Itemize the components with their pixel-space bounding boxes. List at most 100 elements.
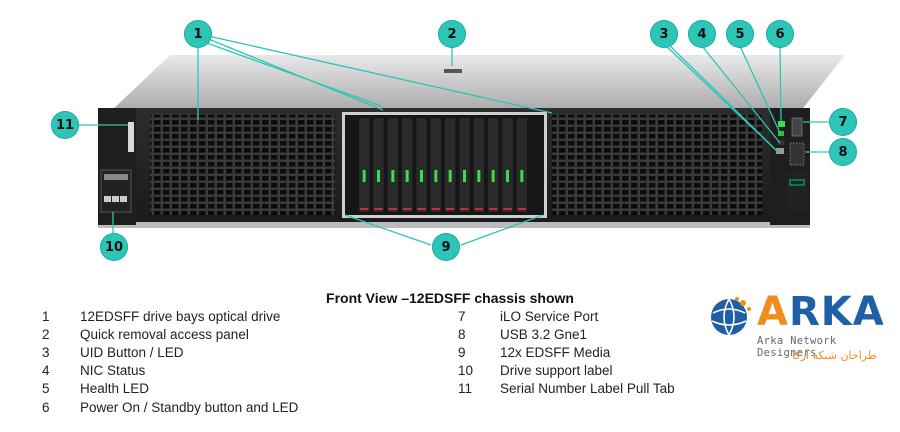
callout-3: 3 xyxy=(650,20,678,48)
legend-text: iLO Service Port xyxy=(500,308,599,324)
drive-bay[interactable] xyxy=(402,118,413,212)
power-led xyxy=(778,121,785,127)
callout-6: 6 xyxy=(766,20,794,48)
callout-9: 9 xyxy=(432,233,460,261)
callout-11: 11 xyxy=(51,111,79,139)
drive-bay[interactable] xyxy=(516,118,527,212)
drive-release-strip xyxy=(403,208,412,210)
legend-text: Drive support label xyxy=(500,363,613,379)
legend-text: Power On / Standby button and LED xyxy=(80,399,299,415)
legend-text: 12x EDSFF Media xyxy=(500,344,611,360)
callout-4: 4 xyxy=(688,20,716,48)
drive-bays xyxy=(359,118,527,212)
legend-text: UID Button / LED xyxy=(80,344,184,360)
server-front-view xyxy=(78,35,845,246)
drive-release-strip xyxy=(503,208,512,210)
callout-8: 8 xyxy=(829,138,857,166)
drive-bay[interactable] xyxy=(430,118,441,212)
leader-lines xyxy=(78,35,830,246)
drive-release-strip xyxy=(431,208,440,210)
callout-10: 10 xyxy=(100,233,128,261)
legend-item: 6 Power On / Standby button and LED xyxy=(30,398,298,416)
drive-release-strip xyxy=(417,208,426,210)
legend-number: 4 xyxy=(42,363,50,379)
drive-release-strip xyxy=(374,208,383,210)
callout-5: 5 xyxy=(726,20,754,48)
legend-item: 2 Quick removal access panel xyxy=(30,325,298,343)
legend-item: 4 NIC Status xyxy=(30,362,298,380)
drive-bay[interactable] xyxy=(373,118,384,212)
model-badge xyxy=(787,172,807,210)
uid-button xyxy=(776,148,784,154)
arka-logo: ARKA Arka Network Designers طراحان شبکه … xyxy=(707,290,892,370)
drive-status-led xyxy=(391,170,395,182)
drive-bay[interactable] xyxy=(387,118,398,212)
legend-item: 8 USB 3.2 Gne1 xyxy=(450,325,675,343)
callout-7: 7 xyxy=(829,108,857,136)
drive-status-led xyxy=(405,170,409,182)
legend-text: NIC Status xyxy=(80,363,146,379)
nic-led xyxy=(778,140,784,145)
drive-status-led xyxy=(491,170,495,182)
legend-number: 10 xyxy=(458,363,474,379)
drive-bay[interactable] xyxy=(473,118,484,212)
drive-status-led xyxy=(477,170,481,182)
logo-wordmark: ARKA xyxy=(757,292,885,332)
drive-bay[interactable] xyxy=(445,118,456,212)
drive-release-strip xyxy=(474,208,483,210)
health-led xyxy=(778,131,784,136)
drive-status-led xyxy=(520,170,524,182)
drive-status-led xyxy=(463,170,466,182)
drive-release-strip xyxy=(360,208,369,210)
legend-text: 12EDSFF drive bays optical drive xyxy=(80,308,281,324)
legend-number: 2 xyxy=(42,326,50,342)
legend-text: Serial Number Label Pull Tab xyxy=(500,381,675,397)
access-panel-lid xyxy=(110,55,845,112)
logo-letter-a: A xyxy=(757,289,789,335)
drive-status-led xyxy=(506,170,509,182)
legend-item: 11 Serial Number Label Pull Tab xyxy=(450,380,675,398)
callout-2: 2 xyxy=(438,20,466,48)
legend-number: 11 xyxy=(458,381,473,397)
drive-release-strip xyxy=(489,208,498,210)
ilo-service-port xyxy=(791,117,803,137)
figure-caption: Front View –12EDSFF chassis shown xyxy=(326,290,574,306)
legend-text: Health LED xyxy=(80,381,150,397)
right-vent-grille xyxy=(552,115,762,215)
logo-persian-text: طراحان شبکه آرکا xyxy=(792,349,877,362)
drive-status-led xyxy=(448,170,452,182)
drive-release-strip xyxy=(517,208,526,210)
legend-item: 10 Drive support label xyxy=(450,362,675,380)
drive-bay[interactable] xyxy=(459,118,470,212)
left-vent-grille xyxy=(150,115,335,215)
drive-status-led xyxy=(434,170,438,182)
server-chassis-illustration xyxy=(78,35,845,246)
logo-subtitle: Arka Network Designers xyxy=(757,335,837,359)
drive-status-led xyxy=(377,170,380,182)
usb-port xyxy=(789,142,805,166)
drive-bay[interactable] xyxy=(488,118,499,212)
drive-release-strip xyxy=(446,208,455,210)
lid-release-latch xyxy=(444,69,462,73)
legend-number: 8 xyxy=(458,326,466,342)
drive-bay[interactable] xyxy=(416,118,427,212)
drive-status-led xyxy=(362,170,366,182)
legend-number: 9 xyxy=(458,344,466,360)
legend-number: 6 xyxy=(42,399,50,415)
callout-1: 1 xyxy=(184,20,212,48)
legend-item: 3 UID Button / LED xyxy=(30,343,298,361)
drive-bay[interactable] xyxy=(359,118,370,212)
drive-bay[interactable] xyxy=(502,118,513,212)
serial-pull-tab xyxy=(128,122,134,152)
legend-text: Quick removal access panel xyxy=(80,326,249,342)
legend-number: 3 xyxy=(42,344,50,360)
drive-status-led xyxy=(420,170,423,182)
legend-text: USB 3.2 Gne1 xyxy=(500,326,588,342)
legend-number: 5 xyxy=(42,381,50,397)
legend-item: 9 12x EDSFF Media xyxy=(450,343,675,361)
drive-release-strip xyxy=(460,208,469,210)
